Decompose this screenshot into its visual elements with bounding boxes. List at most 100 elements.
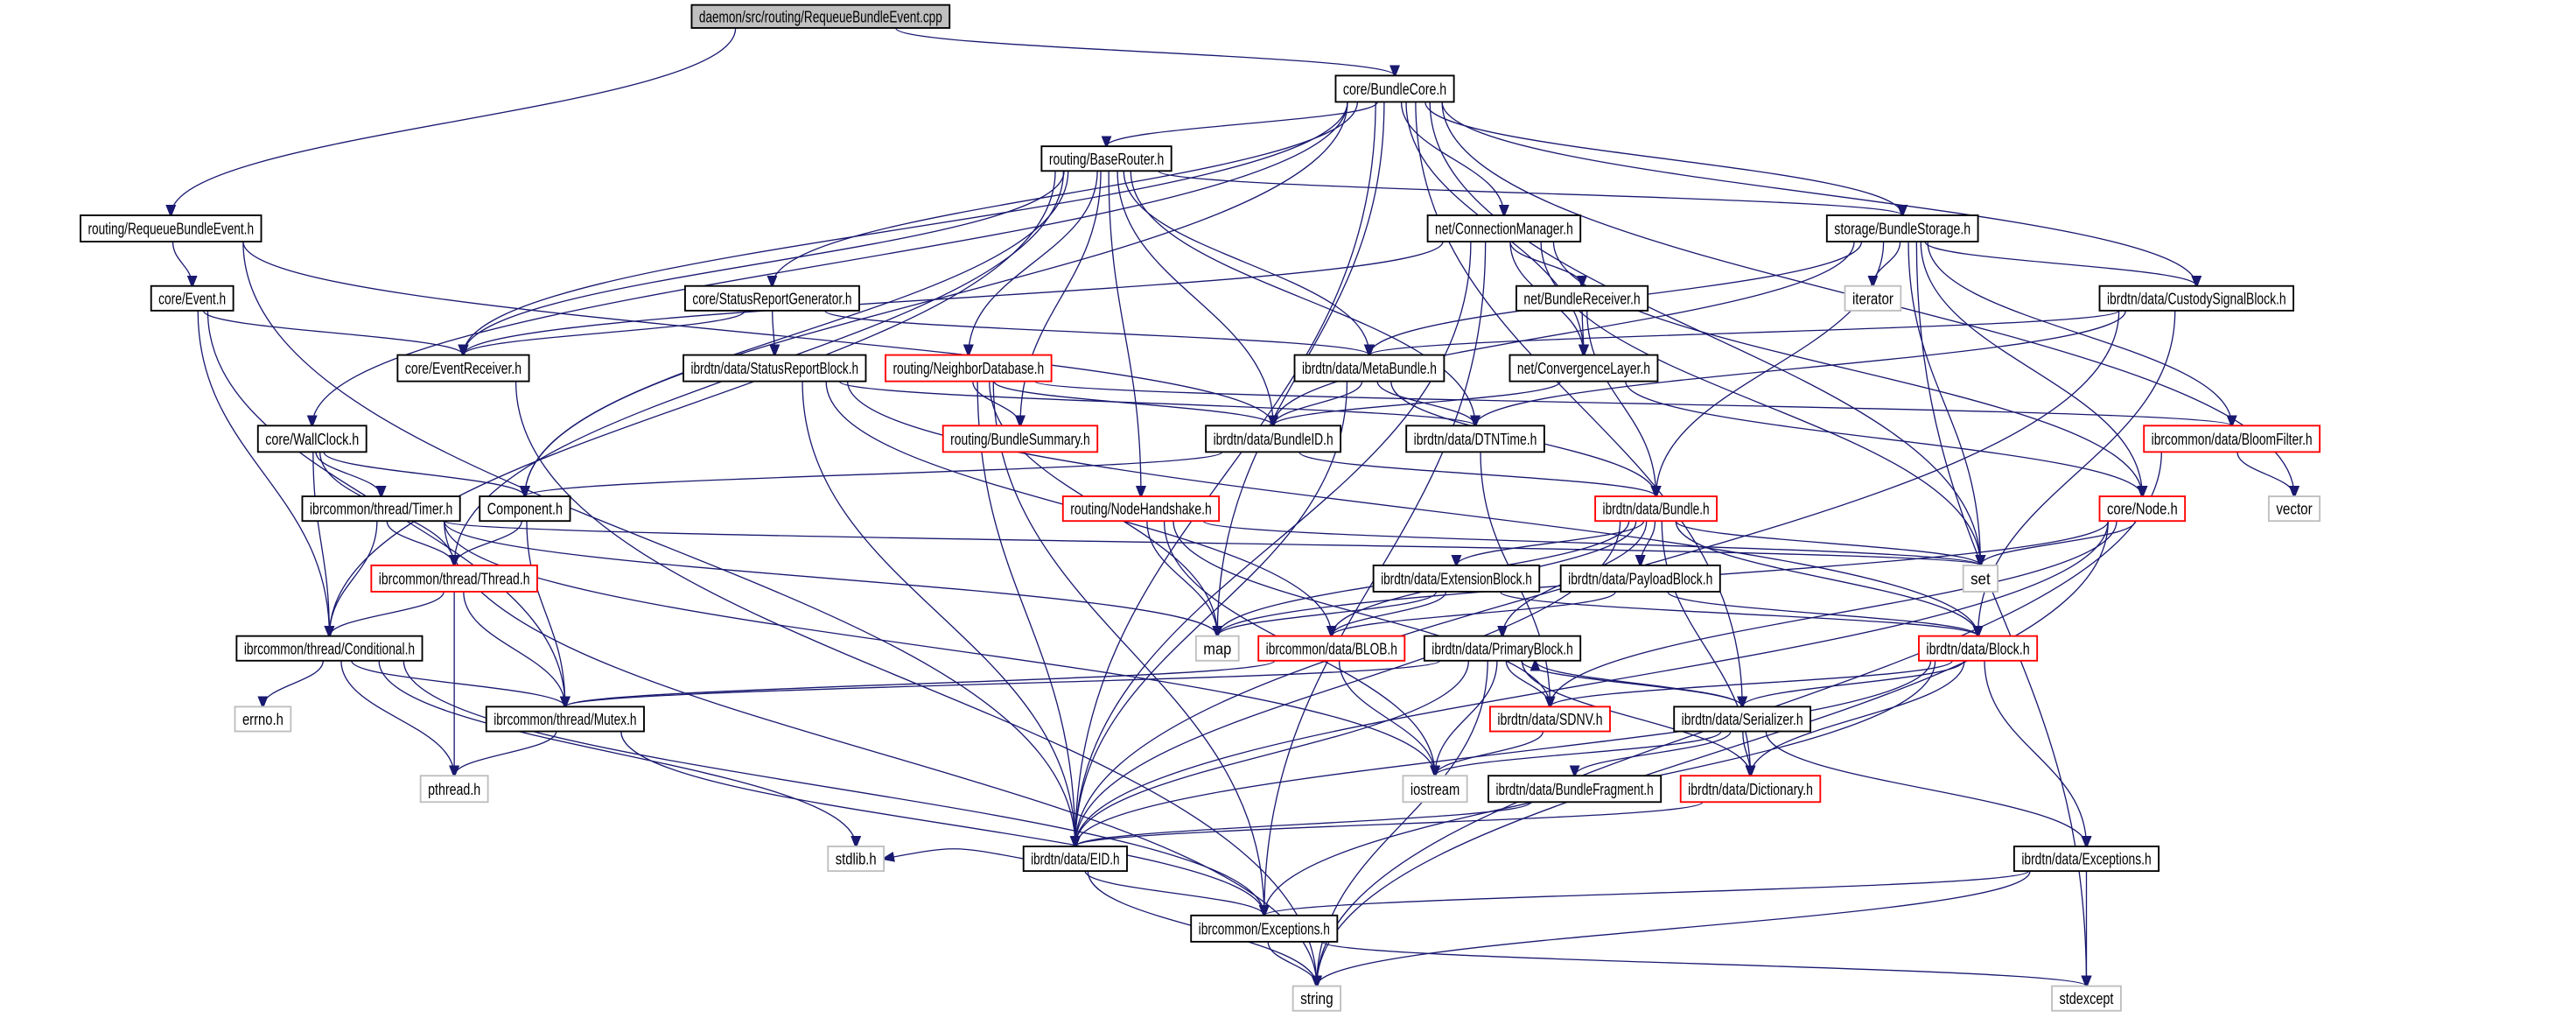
node-box <box>1040 145 1172 172</box>
node-box <box>1061 495 1221 523</box>
node-label: ibrcommon/thread/Conditional.h <box>244 639 415 657</box>
node-bundleid[interactable]: ibrdtn/data/BundleID.h <box>1205 425 1342 453</box>
edge-cpp-to-rbe <box>171 27 737 215</box>
edge-blob-to-iostream <box>1338 660 1436 776</box>
node-primary[interactable]: ibrdtn/data/PrimaryBlock.h <box>1423 635 1582 662</box>
node-fragment[interactable]: ibrdtn/data/BundleFragment.h <box>1488 775 1662 804</box>
edge-fragment-to-eid <box>1075 801 1532 846</box>
edge-neighbor-to-summary <box>972 381 1020 426</box>
node-label: core/Node.h <box>2107 500 2178 518</box>
node-dtntime[interactable]: ibrdtn/data/DTNTime.h <box>1405 425 1545 453</box>
node-label: Component.h <box>487 500 563 518</box>
node-component[interactable]: Component.h <box>479 495 571 523</box>
edge-block-to-eid <box>1075 660 1932 846</box>
node-box <box>1594 495 1718 523</box>
node-cpp[interactable]: daemon/src/routing/RequeueBundleEvent.cp… <box>690 4 951 29</box>
edge-bundleid-to-component <box>525 451 1223 496</box>
node-box <box>80 214 262 242</box>
edge-handshake-to-map <box>1146 521 1217 635</box>
edge-wallclock-to-conditional <box>312 452 330 635</box>
node-serializer[interactable]: ibrdtn/data/Serializer.h <box>1673 706 1811 733</box>
node-srg[interactable]: core/StatusReportGenerator.h <box>684 284 860 312</box>
node-box <box>1022 846 1128 873</box>
node-mutex[interactable]: ibrcommon/thread/Mutex.h <box>485 706 645 733</box>
node-box <box>682 354 867 383</box>
node-connmgr[interactable]: net/ConnectionManager.h <box>1426 214 1582 242</box>
node-box <box>1205 425 1342 453</box>
node-evrecv[interactable]: core/EventReceiver.h <box>396 354 530 383</box>
edge-sdnv-to-iostream <box>1435 731 1544 776</box>
edge-bundlecore-to-eid <box>1075 102 1376 846</box>
node-breceiver[interactable]: net/BundleReceiver.h <box>1516 284 1649 312</box>
node-bloom[interactable]: ibrcommon/data/BloomFilter.h <box>2143 425 2321 453</box>
node-label: vector <box>2276 500 2312 518</box>
node-thread[interactable]: ibrcommon/thread/Thread.h <box>370 564 538 593</box>
node-box <box>1405 425 1545 453</box>
node-wallclock[interactable]: core/WallClock.h <box>256 425 368 453</box>
node-box <box>1844 284 1902 312</box>
edge-srg-to-metabundle <box>824 310 1369 355</box>
node-eid[interactable]: ibrdtn/data/EID.h <box>1022 846 1128 873</box>
node-blob[interactable]: ibrcommon/data/BLOB.h <box>1257 635 1406 662</box>
node-payload[interactable]: ibrdtn/data/PayloadBlock.h <box>1559 564 1721 593</box>
edge-thread-to-conditional <box>329 591 444 636</box>
node-label: ibrdtn/data/PrimaryBlock.h <box>1432 639 1572 657</box>
node-label: string <box>1300 989 1334 1007</box>
edge-primary-to-eid <box>1075 660 1470 846</box>
node-dictionary[interactable]: ibrdtn/data/Dictionary.h <box>1679 775 1822 804</box>
node-stdlib: stdlib.h <box>827 846 886 873</box>
edge-storage-to-bloom <box>1927 242 2232 425</box>
node-handshake[interactable]: routing/NodeHandshake.h <box>1061 495 1221 523</box>
node-box <box>235 635 424 662</box>
node-metabundle[interactable]: ibrdtn/data/MetaBundle.h <box>1293 354 1446 383</box>
node-sdnv[interactable]: ibrdtn/data/SDNV.h <box>1489 706 1611 733</box>
edge-block-to-dexceptions <box>1984 660 2086 846</box>
edge-evrecv-to-string <box>514 381 1317 986</box>
node-box <box>1402 775 1468 804</box>
node-baserouter[interactable]: routing/BaseRouter.h <box>1040 145 1172 172</box>
node-summary[interactable]: routing/BundleSummary.h <box>942 425 1099 453</box>
node-custody[interactable]: ibrdtn/data/CustodySignalBlock.h <box>2098 284 2294 312</box>
edge-serializer-to-dexceptions <box>1765 731 2086 846</box>
node-storage[interactable]: storage/BundleStorage.h <box>1825 214 1979 242</box>
edges-layer <box>171 27 2294 986</box>
node-event[interactable]: core/Event.h <box>150 284 234 312</box>
node-box <box>1293 354 1446 383</box>
edge-serializer-to-iostream <box>1435 731 1722 776</box>
node-stdexcept: stdexcept <box>2051 985 2122 1012</box>
node-timer[interactable]: ibrcommon/thread/Timer.h <box>301 495 461 523</box>
node-dexceptions[interactable]: ibrdtn/data/Exceptions.h <box>2012 846 2160 873</box>
node-box <box>1426 214 1582 242</box>
node-label: ibrdtn/data/SDNV.h <box>1497 710 1602 728</box>
node-label: routing/NeighborDatabase.h <box>892 359 1044 377</box>
edge-timer-to-string <box>444 521 1317 986</box>
node-rbe[interactable]: routing/RequeueBundleEvent.h <box>80 214 262 242</box>
edge-rbe-to-bundleid <box>242 242 1273 425</box>
edge-conditional-to-pthread <box>340 660 454 776</box>
node-box <box>1673 706 1811 733</box>
node-node[interactable]: core/Node.h <box>2098 495 2187 523</box>
node-label: iostream <box>1410 780 1460 798</box>
edge-connmgr-to-evrecv <box>463 241 1444 355</box>
node-exceptions[interactable]: ibrcommon/Exceptions.h <box>1190 914 1339 943</box>
edge-metabundle-to-dtntime <box>1376 381 1475 426</box>
node-extblock[interactable]: ibrdtn/data/ExtensionBlock.h <box>1372 564 1541 593</box>
node-box <box>1194 635 1240 662</box>
node-conditional[interactable]: ibrcommon/thread/Conditional.h <box>235 635 424 662</box>
node-srb[interactable]: ibrdtn/data/StatusReportBlock.h <box>682 354 867 383</box>
node-convlayer[interactable]: net/ConvergenceLayer.h <box>1508 354 1659 383</box>
edge-bundlecore-to-storage <box>1424 102 1902 215</box>
edge-handshake-to-sdnv <box>1172 521 1550 706</box>
node-bundlecore[interactable]: core/BundleCore.h <box>1334 74 1455 103</box>
edge-timer-to-conditional <box>329 521 378 635</box>
edge-storage-to-set <box>1908 242 1980 565</box>
node-block[interactable]: ibrdtn/data/Block.h <box>1918 635 2039 662</box>
edge-cpp-to-bundlecore <box>895 27 1395 75</box>
node-label: storage/BundleStorage.h <box>1834 220 1970 238</box>
edge-baserouter-to-storage <box>1158 170 1902 215</box>
node-neighbor[interactable]: routing/NeighborDatabase.h <box>885 354 1053 383</box>
node-string: string <box>1292 985 1342 1012</box>
node-iostream: iostream <box>1402 775 1468 804</box>
edge-baserouter-to-summary <box>1020 171 1102 425</box>
node-bundle[interactable]: ibrdtn/data/Bundle.h <box>1594 495 1718 523</box>
